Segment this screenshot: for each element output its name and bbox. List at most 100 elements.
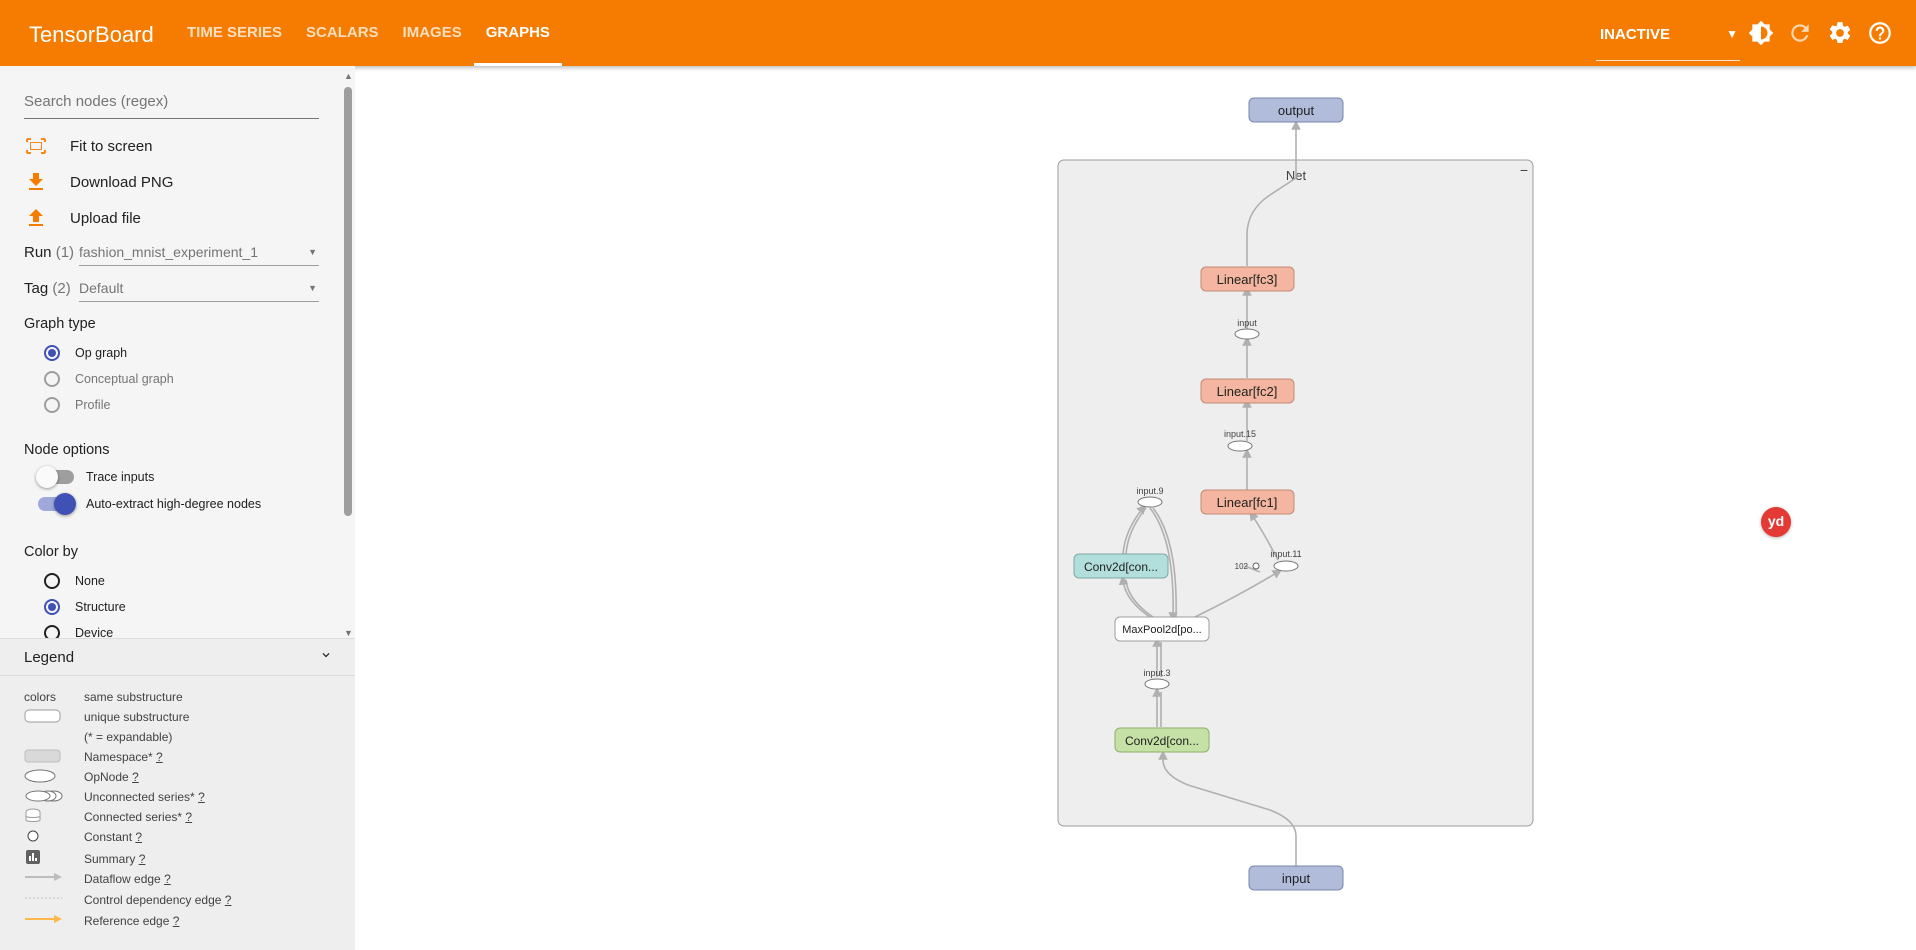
- help-link[interactable]: ?: [172, 914, 180, 928]
- help-link[interactable]: ?: [132, 770, 139, 784]
- opnode-input11[interactable]: input.11: [1270, 549, 1302, 572]
- download-icon: [29, 173, 43, 190]
- radio-op-graph[interactable]: Op graph: [44, 343, 127, 363]
- node-input[interactable]: input: [1248, 865, 1344, 891]
- trace-inputs-label: Trace inputs: [86, 470, 155, 484]
- edge-input9-pool-b: [1152, 507, 1177, 618]
- legend-unconnected-series-text: Unconnected series*: [84, 790, 195, 804]
- constant-node[interactable]: 102: [1235, 562, 1260, 571]
- node-conv2d-a-label: Conv2d[con...: [1084, 560, 1158, 574]
- toggle-track: [38, 493, 76, 515]
- legend-control-edge: Control dependency edge ?: [84, 893, 231, 907]
- edge-const-input11: [1244, 565, 1261, 573]
- help-link[interactable]: ?: [224, 893, 232, 907]
- radio-profile[interactable]: Profile: [44, 395, 110, 415]
- radio-color-none-label: None: [75, 574, 105, 588]
- scroll-up-icon[interactable]: ▲: [344, 71, 353, 81]
- reload-select-value: INACTIVE: [1600, 26, 1671, 43]
- fit-to-screen-button[interactable]: Fit to screen: [24, 133, 153, 159]
- legend-reference-edge: Reference edge ?: [84, 914, 179, 928]
- run-label-text: Run: [24, 244, 52, 261]
- controls-panel: Search nodes (regex) Fit to screen Downl…: [0, 66, 340, 641]
- search-nodes-input[interactable]: Search nodes (regex): [24, 90, 319, 119]
- node-maxpool2d-label: MaxPool2d[po...: [1122, 624, 1202, 636]
- control-dependency-edge-icon: [25, 897, 62, 899]
- color-by-title: Color by: [24, 544, 78, 560]
- refresh-icon[interactable]: [1787, 20, 1813, 46]
- tab-images[interactable]: IMAGES: [402, 24, 462, 41]
- run-label: Run (1): [24, 244, 74, 261]
- tab-scalars[interactable]: SCALARS: [306, 24, 379, 41]
- scroll-thumb[interactable]: [344, 87, 352, 516]
- help-link[interactable]: ?: [135, 830, 143, 844]
- namespace-icon: [24, 749, 61, 763]
- opnode-input15[interactable]: input.15: [1224, 429, 1256, 452]
- opnode-input9[interactable]: input.9: [1136, 486, 1164, 508]
- radio-color-device-label: Device: [75, 626, 114, 640]
- namespace-net[interactable]: Net −: [1057, 159, 1534, 827]
- help-link[interactable]: ?: [138, 852, 146, 866]
- legend-header[interactable]: Legend: [0, 638, 355, 676]
- help-icon[interactable]: [1867, 20, 1893, 46]
- node-maxpool2d[interactable]: MaxPool2d[po...: [1114, 616, 1210, 642]
- chevron-down-icon[interactable]: [319, 648, 333, 662]
- node-linear-fc3-label: Linear[fc3]: [1217, 272, 1278, 287]
- legend-namespace-text: Namespace*: [84, 750, 153, 764]
- node-linear-fc2-label: Linear[fc2]: [1217, 384, 1278, 399]
- legend-constant-text: Constant: [84, 830, 133, 844]
- tab-graphs[interactable]: GRAPHS: [473, 0, 562, 66]
- help-link[interactable]: ?: [156, 750, 163, 764]
- upload-file-button[interactable]: Upload file: [24, 205, 141, 231]
- sidebar-scrollbar[interactable]: ▲ ▼: [341, 71, 355, 638]
- opnode-input[interactable]: input: [1234, 318, 1260, 340]
- legend-unconnected-series: Unconnected series* ?: [84, 790, 205, 804]
- brightness-icon[interactable]: [1748, 20, 1774, 46]
- download-png-button[interactable]: Download PNG: [24, 169, 173, 195]
- legend-reference-edge-text: Reference edge: [84, 914, 170, 928]
- settings-icon[interactable]: [1827, 20, 1853, 46]
- node-linear-fc1[interactable]: Linear[fc1]: [1200, 489, 1295, 515]
- opnode-input15-label: input.15: [1224, 429, 1256, 439]
- connected-series-icon: [25, 808, 41, 822]
- graph-canvas[interactable]: Net − output input Linear[fc3]: [355, 66, 1916, 950]
- node-conv2d-a[interactable]: Conv2d[con...: [1073, 553, 1169, 579]
- legend-connected-series: Connected series* ?: [84, 810, 192, 824]
- legend-unique-substructure: unique substructure: [84, 710, 190, 724]
- radio-conceptual-graph[interactable]: Conceptual graph: [44, 369, 174, 389]
- reload-select[interactable]: INACTIVE ▼: [1596, 14, 1740, 61]
- node-conv2d-b[interactable]: Conv2d[con...: [1114, 727, 1210, 753]
- node-input-label: input: [1282, 871, 1311, 886]
- radio-selected-icon: [44, 345, 60, 361]
- tag-dropdown[interactable]: Default ▼: [79, 277, 319, 302]
- node-output[interactable]: output: [1248, 97, 1344, 123]
- floating-badge[interactable]: yd: [1761, 507, 1791, 537]
- radio-color-none[interactable]: None: [44, 571, 105, 591]
- tab-time-series[interactable]: TIME SERIES: [187, 24, 283, 41]
- trace-inputs-toggle[interactable]: Trace inputs: [36, 466, 155, 488]
- radio-color-structure[interactable]: Structure: [44, 597, 126, 617]
- node-linear-fc2[interactable]: Linear[fc2]: [1200, 378, 1295, 404]
- scroll-down-icon[interactable]: ▼: [344, 628, 353, 638]
- collapse-icon[interactable]: −: [1520, 162, 1528, 178]
- opnode-icon: [24, 769, 56, 783]
- radio-color-structure-label: Structure: [75, 600, 126, 614]
- constant-icon: [27, 830, 39, 842]
- node-linear-fc3[interactable]: Linear[fc3]: [1200, 266, 1295, 292]
- opnode-input3[interactable]: input.3: [1143, 668, 1171, 690]
- legend-colors-label: colors: [24, 690, 57, 704]
- edge-input-conv: [1158, 750, 1297, 875]
- help-link[interactable]: ?: [164, 872, 171, 886]
- auto-extract-toggle[interactable]: Auto-extract high-degree nodes: [38, 493, 261, 515]
- help-link[interactable]: ?: [185, 810, 193, 824]
- legend-dataflow-edge-text: Dataflow edge: [84, 872, 161, 886]
- radio-op-graph-label: Op graph: [75, 346, 128, 360]
- help-link[interactable]: ?: [198, 790, 205, 804]
- legend-expandable-note: (* = expandable): [84, 730, 173, 744]
- tag-label: Tag (2): [24, 280, 71, 297]
- edge-conva-input9: [1122, 504, 1147, 555]
- legend-same-substructure: same substructure: [84, 690, 183, 704]
- node-options-title: Node options: [24, 442, 110, 458]
- legend-dataflow-edge: Dataflow edge ?: [84, 872, 171, 886]
- fit-screen-icon: [26, 138, 46, 154]
- run-dropdown[interactable]: fashion_mnist_experiment_1 ▼: [79, 241, 319, 266]
